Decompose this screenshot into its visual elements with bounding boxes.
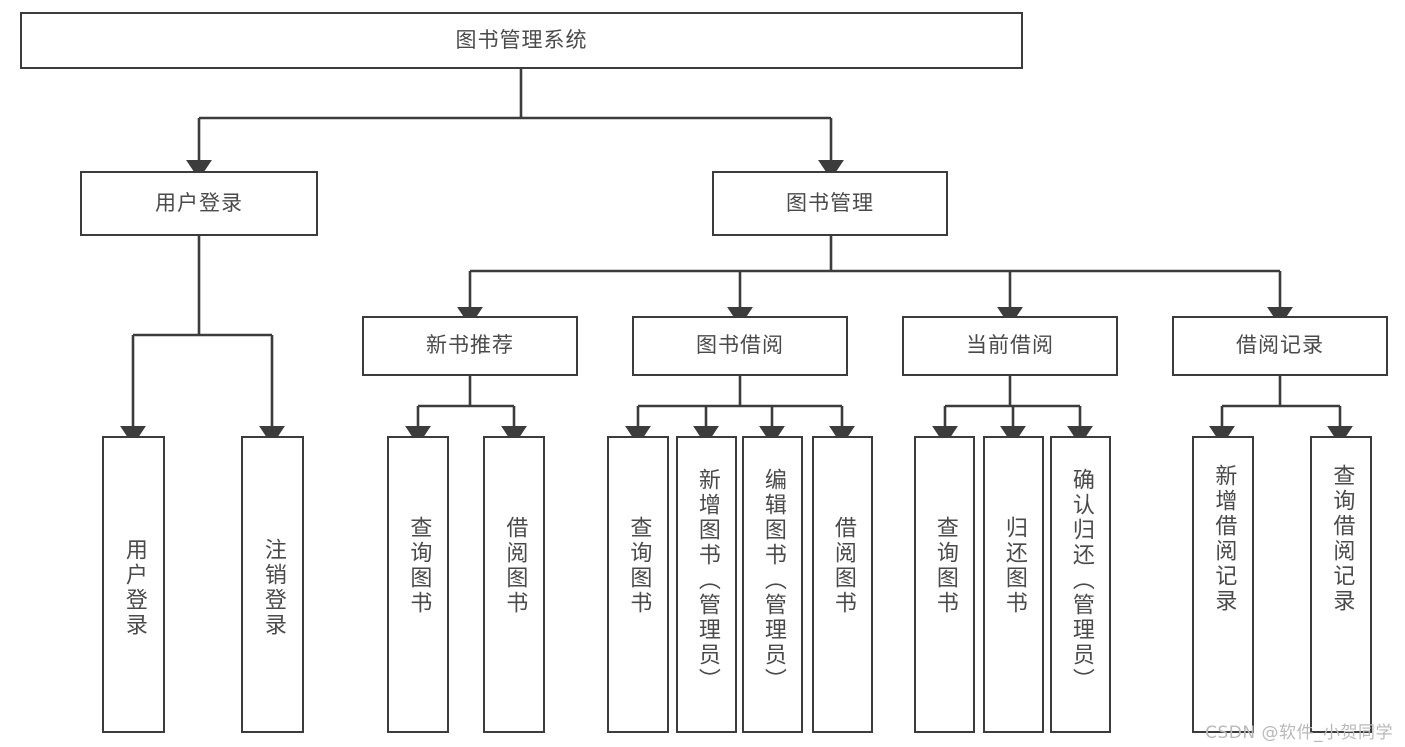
node-leaf-add-book[interactable]: 新增图书（管理员） xyxy=(676,436,737,733)
node-book-borrow-label: 图书借阅 xyxy=(696,333,784,358)
node-leaf-return-book-label: 归还图书 xyxy=(1001,516,1027,616)
node-current-borrow-label: 当前借阅 xyxy=(966,333,1054,358)
node-user-login-label: 用户登录 xyxy=(155,190,243,215)
node-leaf-user-login-label: 用户登录 xyxy=(121,538,147,638)
csdn-watermark: CSDN @软件_小贺同学 xyxy=(1205,723,1393,743)
node-leaf-query-book-1[interactable]: 查询图书 xyxy=(387,436,449,733)
node-leaf-borrow-book-1-label: 借阅图书 xyxy=(502,516,528,616)
node-leaf-query-book-2-label: 查询图书 xyxy=(626,516,652,616)
node-leaf-query-book-2[interactable]: 查询图书 xyxy=(607,436,669,733)
node-leaf-add-record[interactable]: 新增借阅记录 xyxy=(1192,436,1254,733)
node-leaf-borrow-book-1[interactable]: 借阅图书 xyxy=(483,436,545,733)
node-leaf-return-book[interactable]: 归还图书 xyxy=(983,436,1044,733)
node-new-book-rec[interactable]: 新书推荐 xyxy=(362,316,578,376)
node-leaf-query-record-label: 查询借阅记录 xyxy=(1329,464,1355,614)
node-user-login[interactable]: 用户登录 xyxy=(80,171,318,236)
node-book-manage-label: 图书管理 xyxy=(786,190,874,215)
node-leaf-edit-book-label: 编辑图书（管理员） xyxy=(760,468,786,693)
node-borrow-record[interactable]: 借阅记录 xyxy=(1172,316,1388,376)
node-leaf-edit-book[interactable]: 编辑图书（管理员） xyxy=(742,436,803,733)
node-leaf-query-record[interactable]: 查询借阅记录 xyxy=(1310,436,1372,733)
node-root[interactable]: 图书管理系统 xyxy=(20,12,1023,69)
node-leaf-add-book-label: 新增图书（管理员） xyxy=(694,468,720,693)
node-leaf-user-login[interactable]: 用户登录 xyxy=(102,436,165,733)
node-leaf-query-book-3-label: 查询图书 xyxy=(932,516,958,616)
node-leaf-confirm-return-label: 确认归还（管理员） xyxy=(1068,468,1094,693)
node-leaf-confirm-return[interactable]: 确认归还（管理员） xyxy=(1050,436,1111,733)
node-leaf-borrow-book-2[interactable]: 借阅图书 xyxy=(812,436,873,733)
node-leaf-user-logout-label: 注销登录 xyxy=(260,538,286,638)
node-book-manage[interactable]: 图书管理 xyxy=(712,171,948,236)
node-new-book-rec-label: 新书推荐 xyxy=(426,333,514,358)
node-book-borrow[interactable]: 图书借阅 xyxy=(632,316,848,376)
node-leaf-query-book-1-label: 查询图书 xyxy=(406,516,432,616)
node-leaf-borrow-book-2-label: 借阅图书 xyxy=(830,516,856,616)
node-borrow-record-label: 借阅记录 xyxy=(1236,333,1324,358)
node-current-borrow[interactable]: 当前借阅 xyxy=(902,316,1118,376)
node-leaf-query-book-3[interactable]: 查询图书 xyxy=(914,436,975,733)
node-root-label: 图书管理系统 xyxy=(455,27,588,52)
node-leaf-add-record-label: 新增借阅记录 xyxy=(1211,464,1237,614)
node-leaf-user-logout[interactable]: 注销登录 xyxy=(241,436,304,733)
